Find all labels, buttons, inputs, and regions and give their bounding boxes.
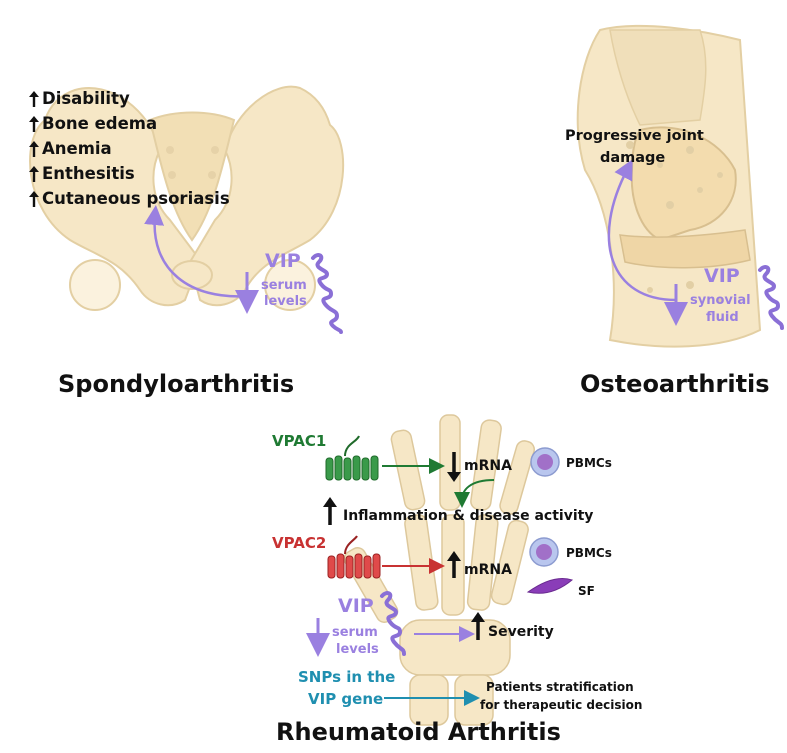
spa-vip-helix-icon [313, 255, 341, 332]
sf-label: SF [578, 584, 595, 598]
spa-title: Spondyloarthritis [58, 370, 294, 398]
snp-line1: SNPs in the [298, 668, 395, 686]
vpac1-receptor-icon [326, 456, 378, 480]
spa-effect-item: Disability [29, 86, 230, 111]
stratification-line1: Patients stratification [486, 680, 634, 694]
snp-line2: VIP gene [308, 690, 383, 708]
oa-vip-helix-icon [760, 267, 782, 328]
spa-effect-label: Disability [42, 86, 130, 111]
mrna1-label: mRNA [464, 458, 512, 474]
pbmc-cell-icon-1 [531, 448, 559, 476]
spa-vip-label: VIP [265, 250, 301, 272]
spa-vip-sub2: levels [264, 294, 307, 309]
up-arrow-icon [29, 141, 39, 157]
spa-vip-sub1: serum [261, 278, 307, 293]
up-arrow-icon [29, 191, 39, 207]
spa-effects-list: Disability Bone edema Anemia Enthesitis … [29, 86, 230, 211]
up-arrow-icon [29, 166, 39, 182]
spa-effect-item: Bone edema [29, 111, 230, 136]
oa-effect-line1: Progressive joint [565, 128, 704, 144]
ra-vip-sub2: levels [336, 642, 379, 657]
spa-effect-label: Cutaneous psoriasis [42, 186, 230, 211]
up-arrow-icon [29, 116, 39, 132]
stratification-line2: for therapeutic decision [480, 698, 642, 712]
spa-effect-item: Enthesitis [29, 161, 230, 186]
oa-title: Osteoarthritis [580, 370, 770, 398]
vpac2-label: VPAC2 [272, 534, 326, 552]
pbmc-cell-icon-2 [530, 538, 558, 566]
severity-label: Severity [488, 624, 554, 640]
up-arrow-icon [29, 91, 39, 107]
spa-effect-item: Cutaneous psoriasis [29, 186, 230, 211]
inflammation-label: Inflammation & disease activity [343, 508, 593, 524]
synovial-fibroblast-icon [528, 579, 572, 594]
spa-effect-label: Bone edema [42, 111, 157, 136]
oa-vip-label: VIP [704, 265, 740, 287]
spa-effect-label: Enthesitis [42, 161, 135, 186]
ra-vip-sub1: serum [332, 625, 378, 640]
spa-effect-label: Anemia [42, 136, 112, 161]
mrna2-label: mRNA [464, 562, 512, 578]
vpac1-label: VPAC1 [272, 432, 326, 450]
oa-effect-line2: damage [600, 150, 665, 166]
spa-effect-item: Anemia [29, 136, 230, 161]
pbmcs1-label: PBMCs [566, 456, 612, 470]
ra-title: Rheumatoid Arthritis [276, 718, 561, 746]
pbmcs2-label: PBMCs [566, 546, 612, 560]
oa-vip-sub2: fluid [706, 310, 739, 325]
ra-vip-label: VIP [338, 595, 374, 617]
oa-vip-sub1: synovial [690, 293, 751, 308]
